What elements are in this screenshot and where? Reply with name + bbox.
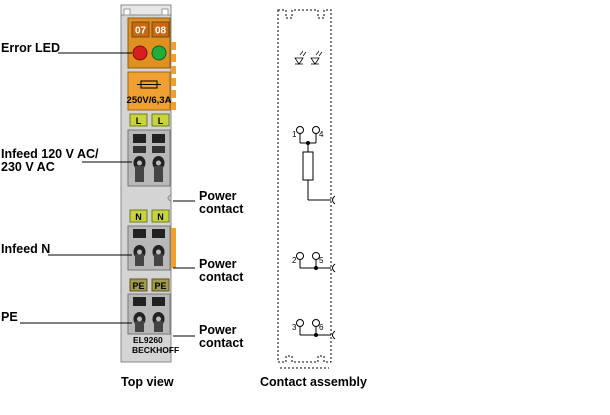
svg-text:3: 3 — [292, 323, 297, 332]
pe-label-1 — [129, 278, 148, 292]
led-diode-icon — [294, 50, 323, 65]
n-label-1 — [129, 209, 148, 223]
power-contact-label-3: Power contact — [199, 324, 243, 350]
error-led-label: Error LED — [1, 41, 61, 55]
led-number-07: 07 — [135, 26, 147, 37]
l-label-1 — [129, 113, 148, 127]
svg-text:N: N — [135, 212, 142, 222]
model-label: EL9260 — [133, 335, 163, 345]
brand-label: BECKHOFF — [132, 345, 179, 355]
power-contact-label-1: Power contact — [199, 190, 243, 216]
power-contact-1-line2: contact — [199, 202, 244, 216]
contact-assembly-outline — [277, 9, 332, 363]
fuse-rating: 250V/6,3A — [127, 95, 172, 106]
error-led-green — [151, 45, 167, 61]
caption-contact-assembly: Contact assembly — [260, 375, 367, 389]
power-contact-2-line1: Power — [199, 257, 237, 271]
caption-top-view: Top view — [121, 375, 174, 389]
svg-text:PE: PE — [132, 281, 144, 291]
svg-text:2: 2 — [292, 256, 297, 265]
infeed-ac-line2: 230 V AC — [1, 160, 55, 174]
power-contact-3-line2: contact — [199, 336, 244, 350]
n-label-2 — [151, 209, 170, 223]
svg-text:1: 1 — [292, 130, 297, 139]
power-contact-3-line1: Power — [199, 323, 237, 337]
contact-3 — [296, 319, 304, 327]
fuse-panel — [127, 71, 171, 111]
error-led-red — [132, 45, 148, 61]
svg-text:L: L — [158, 116, 164, 126]
svg-text:N: N — [157, 212, 164, 222]
pe-label-2 — [151, 278, 170, 292]
svg-text:4: 4 — [319, 130, 324, 139]
contact-2 — [296, 252, 304, 260]
contact-1 — [296, 126, 304, 134]
power-contact-2-line2: contact — [199, 270, 244, 284]
pe-label: PE — [1, 310, 18, 324]
infeed-n-label: Infeed N — [1, 242, 51, 256]
power-contact-label-2: Power contact — [199, 258, 243, 284]
svg-text:L: L — [136, 116, 142, 126]
fuse-symbol — [302, 151, 314, 181]
led-number-08: 08 — [155, 26, 167, 37]
power-contact-1-line1: Power — [199, 189, 237, 203]
svg-text:5: 5 — [319, 256, 324, 265]
svg-text:PE: PE — [154, 281, 166, 291]
infeed-ac-line1: Infeed 120 V AC/ — [1, 147, 99, 161]
l-label-2 — [151, 113, 170, 127]
infeed-ac-label: Infeed 120 V AC/ 230 V AC — [1, 148, 99, 174]
svg-text:6: 6 — [319, 323, 324, 332]
